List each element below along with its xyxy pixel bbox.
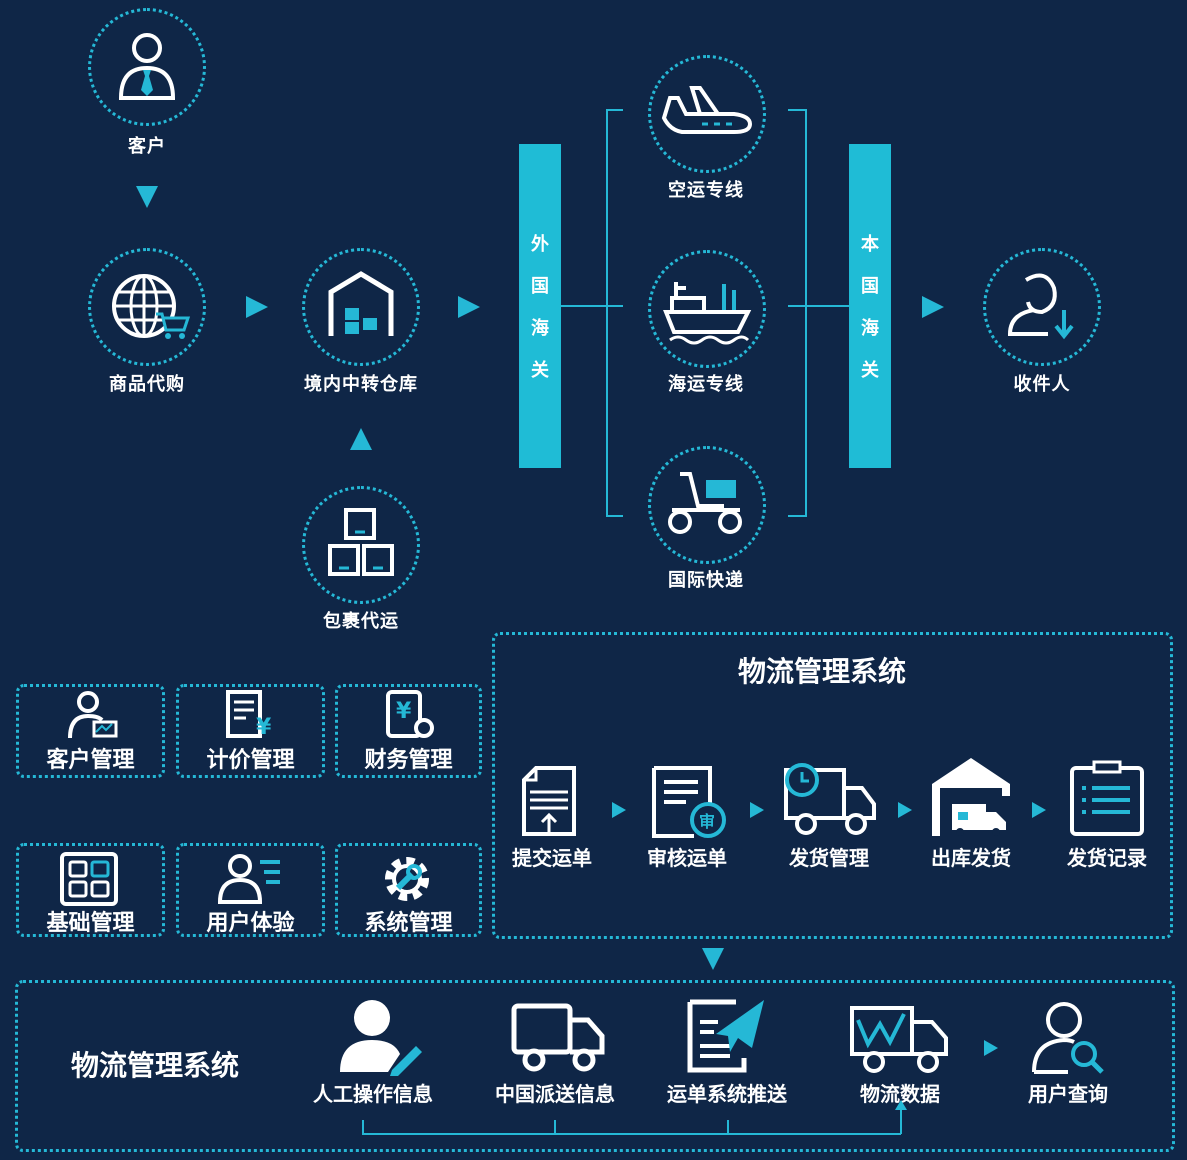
basic-mgmt-module	[16, 843, 165, 937]
lms-step-label: 发货记录	[1067, 846, 1147, 870]
user-search-icon	[1032, 1002, 1104, 1074]
shopping-node	[88, 248, 206, 366]
foreign-customs-bar: 外 国 海 关	[519, 144, 561, 468]
svg-text:¥: ¥	[256, 715, 272, 740]
warehouse-icon	[328, 271, 394, 336]
express-label: 国际快递	[668, 570, 744, 591]
local-customs-char: 国	[861, 276, 879, 297]
express-node	[648, 446, 766, 564]
arrow-right-icon	[750, 802, 764, 818]
warehouse-truck-icon	[932, 758, 1010, 836]
basic-mgmt-label: 基础管理	[46, 911, 135, 936]
customer-node	[88, 8, 206, 126]
lms-title: 物流管理系统	[737, 655, 906, 688]
route-connector-right	[788, 109, 849, 517]
ship-icon	[663, 282, 752, 345]
parcel-node	[302, 486, 420, 604]
pricing-mgmt-icon: ¥	[226, 690, 272, 740]
customer-icon	[118, 33, 176, 100]
bottom-item-label: 中国派送信息	[495, 1082, 615, 1106]
user-exp-label: 用户体验	[206, 911, 295, 936]
receiver-label: 收件人	[1013, 374, 1071, 395]
person-edit-icon	[340, 1000, 422, 1076]
foreign-customs-char: 关	[531, 360, 549, 381]
user-exp-module	[176, 843, 325, 937]
arrow-right-icon	[898, 802, 912, 818]
finance-mgmt-icon: ¥	[386, 690, 434, 738]
warehouse-node	[302, 248, 420, 366]
data-connector	[362, 1100, 907, 1135]
lms-step-label: 出库发货	[931, 846, 1011, 870]
finance-mgmt-label: 财务管理	[364, 748, 453, 773]
boxes-icon	[328, 508, 394, 576]
route-connector-left	[561, 109, 623, 517]
air-node	[648, 55, 766, 173]
customer-mgmt-label: 客户管理	[46, 748, 135, 773]
document-send-icon	[687, 999, 764, 1073]
delivery-truck-clock-icon	[784, 763, 876, 835]
shopping-label: 商品代购	[109, 374, 185, 395]
bottom-title: 物流管理系统	[70, 1049, 239, 1082]
arrow-down-icon	[702, 948, 724, 970]
pricing-mgmt-label: 计价管理	[206, 748, 295, 773]
local-customs-char: 关	[861, 360, 879, 381]
sea-node	[648, 250, 766, 368]
system-mgmt-label: 系统管理	[364, 911, 453, 936]
arrow-right-icon	[458, 296, 480, 318]
user-list-icon	[217, 854, 280, 904]
arrow-right-icon	[612, 802, 626, 818]
foreign-customs-char: 国	[531, 276, 549, 297]
local-customs-char: 本	[861, 234, 879, 255]
bottom-item-label: 用户查询	[1028, 1082, 1108, 1106]
local-customs-bar: 本 国 海 关	[849, 144, 891, 468]
scooter-icon	[668, 472, 742, 534]
local-customs-char: 海	[861, 318, 879, 339]
finance-mgmt-module	[335, 684, 482, 778]
lms-step-label: 发货管理	[789, 846, 869, 870]
document-review-icon: 审	[652, 766, 726, 838]
receiver-icon	[1007, 273, 1074, 340]
bottom-item-label: 运单系统推送	[667, 1082, 787, 1106]
arrow-right-icon	[922, 296, 944, 318]
warehouse-label: 境内中转仓库	[304, 374, 418, 395]
truck-chart-icon	[850, 1006, 948, 1073]
airplane-icon	[661, 86, 753, 134]
grid-icon	[60, 852, 118, 906]
arrow-right-icon	[246, 296, 268, 318]
globe-cart-icon	[112, 274, 191, 339]
foreign-customs-char: 外	[531, 234, 549, 255]
pricing-mgmt-module	[176, 684, 325, 778]
arrow-down-icon	[136, 186, 158, 208]
foreign-customs-char: 海	[531, 318, 549, 339]
gear-wrench-icon	[385, 857, 429, 901]
customer-mgmt-module	[16, 684, 165, 778]
lms-panel	[492, 632, 1173, 939]
sea-label: 海运专线	[668, 374, 744, 395]
bottom-item-label: 人工操作信息	[313, 1082, 433, 1106]
arrow-up-icon	[350, 428, 372, 450]
arrow-right-icon	[1032, 802, 1046, 818]
lms-step-label: 审核运单	[647, 846, 727, 870]
clipboard-list-icon	[1070, 760, 1144, 836]
receiver-node	[983, 248, 1101, 366]
system-mgmt-module	[335, 843, 482, 937]
customer-label: 客户	[128, 136, 166, 157]
svg-text:¥: ¥	[396, 699, 412, 724]
lms-step-label: 提交运单	[512, 846, 592, 870]
delivery-truck-icon	[511, 1003, 605, 1072]
customer-mgmt-icon	[68, 691, 118, 739]
arrow-right-icon	[984, 1040, 998, 1056]
svg-text:审: 审	[699, 812, 715, 831]
document-upload-icon	[522, 766, 576, 836]
air-label: 空运专线	[668, 180, 744, 201]
bottom-panel	[15, 980, 1175, 1152]
parcel-label: 包裹代运	[323, 611, 399, 632]
